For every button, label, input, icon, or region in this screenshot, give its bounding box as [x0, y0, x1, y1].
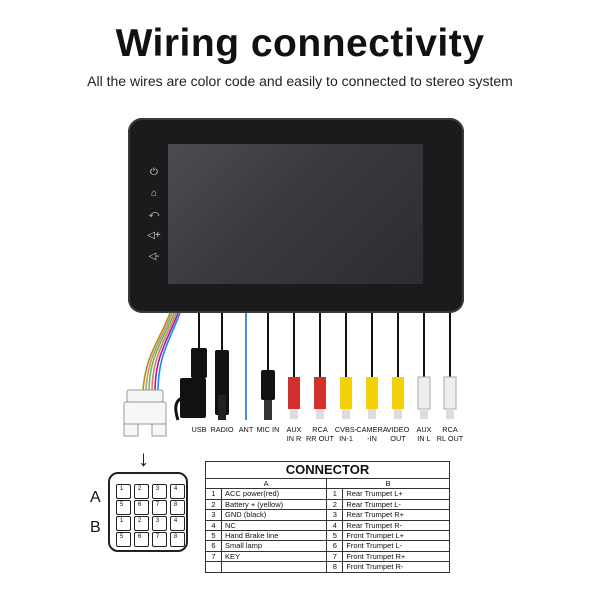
row-b-label: B [90, 519, 101, 536]
pin: 2 [134, 516, 149, 531]
device-screen [168, 144, 423, 284]
connector-title: CONNECTOR [205, 461, 450, 479]
pin: 5 [116, 532, 131, 547]
usb-plug [191, 348, 207, 378]
volume-down-icon: ◁- [148, 250, 160, 262]
port-label-mic-in: MIC IN [256, 425, 280, 434]
head-unit-device: ⏻ ⌂ ⤺ ◁+ ◁- [128, 118, 464, 313]
home-icon: ⌂ [150, 187, 158, 199]
ribbon-harness [142, 312, 181, 393]
pin: 8 [170, 500, 185, 515]
port-label-usb: USB [191, 425, 207, 434]
port-label-rca-rr-out: RCA RR OUT [306, 425, 334, 443]
pin: 6 [134, 532, 149, 547]
pin: 8 [170, 532, 185, 547]
port-label-camera-in: CAMERA -IN [356, 425, 388, 443]
pin: 3 [152, 516, 167, 531]
port-label-radio: RADIO [210, 425, 234, 434]
pin: 1 [116, 484, 131, 499]
pin: 2 [134, 484, 149, 499]
volume-up-icon: ◁+ [147, 229, 161, 241]
pin: 4 [170, 484, 185, 499]
page-title: Wiring connectivity [115, 22, 485, 65]
pin: 7 [152, 500, 167, 515]
port-label-rca-rl-out: RCA RL OUT [436, 425, 464, 443]
pin: 4 [170, 516, 185, 531]
pin: 3 [152, 484, 167, 499]
page-subtitle: All the wires are color code and easily … [87, 73, 513, 89]
harness-plug [123, 389, 167, 437]
pin: 6 [134, 500, 149, 515]
port-label-ant: ANT [238, 425, 254, 434]
rca-plugs [288, 313, 457, 419]
pin: 7 [152, 532, 167, 547]
port-label-video-out: VIDEO OUT [386, 425, 410, 443]
row-a-label: A [90, 489, 101, 506]
back-icon: ⤺ [148, 208, 160, 220]
harness-pin-diagram: 1 2 3 4 5 6 7 8 1 2 3 4 5 6 7 8 [108, 472, 188, 552]
pin: 5 [116, 500, 131, 515]
power-icon: ⏻ [150, 166, 158, 178]
port-label-cvbs-in-1: CVBS- IN-1 [334, 425, 358, 443]
port-label-aux-in-l: AUX IN L [416, 425, 432, 443]
column-a-header: A [204, 477, 328, 490]
port-label-aux-in-r: AUX IN R [286, 425, 302, 443]
column-b-header: B [326, 477, 450, 490]
pin: 1 [116, 516, 131, 531]
down-arrow-icon: ↓ [138, 446, 149, 471]
